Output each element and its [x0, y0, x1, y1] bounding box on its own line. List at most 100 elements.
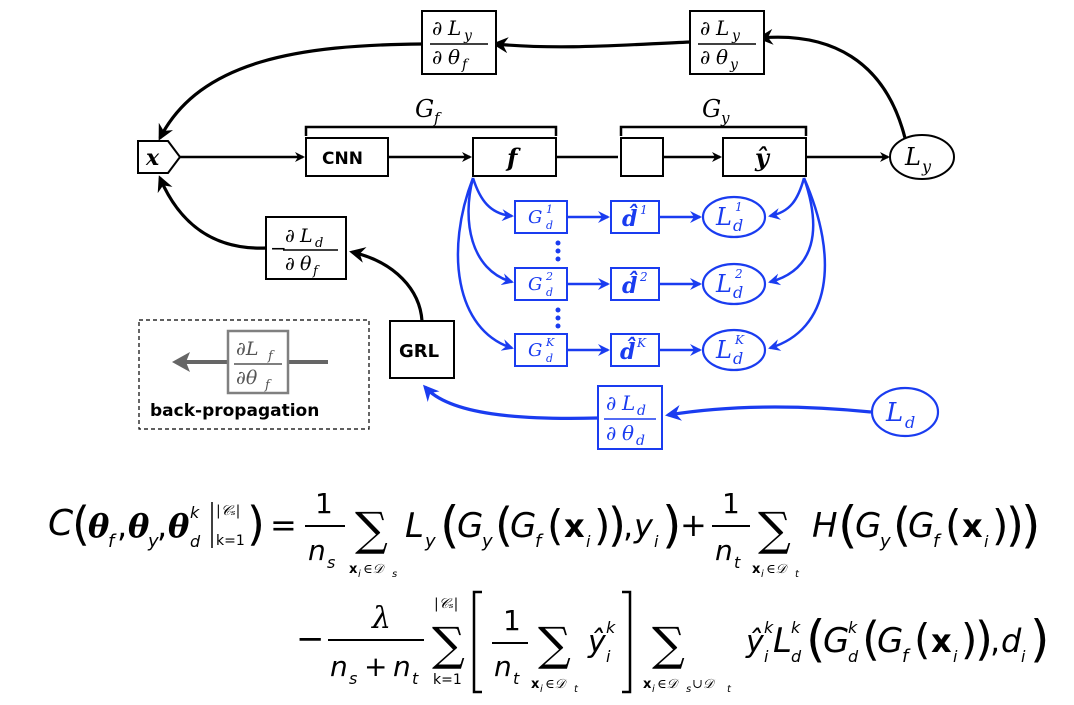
eq-theta-d: θ [168, 507, 190, 545]
eq-paren: ( [440, 496, 460, 554]
partial-symbol: ∂ [432, 16, 442, 40]
eq-sub: t [734, 553, 741, 572]
eq-sum-bottom: k=1 [433, 672, 462, 688]
eq-g: G [457, 506, 483, 546]
eq-sub: s [327, 553, 335, 572]
eq-lambda: λ [371, 601, 391, 636]
eq-sub: t [412, 669, 419, 688]
edge-gradient-to-grl [422, 384, 599, 420]
gradient-dly-dthetay: ∂ L y ∂ θ y [689, 10, 765, 75]
eq-sum-sub: ∈𝒟 [657, 677, 680, 692]
partial-symbol: ∂ [700, 45, 710, 69]
eq-sup: k [190, 503, 200, 522]
eq-paren: ( [862, 612, 880, 666]
eq-d: d [1001, 622, 1022, 660]
eq-one: 1 [315, 487, 333, 520]
eq-sub: t [513, 669, 520, 688]
eq-sum-sub: s [686, 684, 691, 695]
eq-sum-sub: i [358, 569, 361, 580]
subscript: d [637, 403, 646, 419]
eq-n: n [393, 650, 411, 683]
grl-label: GRL [399, 341, 439, 362]
eq-paren: ( [838, 496, 858, 554]
eq-sum: ∑ [652, 617, 685, 671]
eq-paren: ) [594, 501, 610, 550]
loss-symbol: L [447, 16, 461, 40]
dhat-superscript: K [636, 336, 647, 350]
legend-denominator: ∂θ [236, 367, 258, 389]
eq-one: 1 [722, 487, 740, 520]
eq-sub: y [481, 531, 493, 552]
edge-f-to-gd1 [471, 177, 514, 222]
eq-sub: i [586, 532, 591, 551]
eq-sub: y [879, 531, 891, 552]
dhat-label: d̂ [622, 271, 638, 299]
subscript: y [729, 57, 739, 73]
eq-paren: ) [662, 496, 682, 554]
subscript: y [731, 28, 741, 44]
bracket-gf: G f [304, 95, 558, 136]
eq-sum-sub: i [540, 684, 543, 695]
eq-n: n [494, 650, 512, 683]
ld-label: L [715, 203, 732, 231]
eq-sup: k [791, 618, 801, 637]
legend-denominator-sub: f [264, 378, 272, 393]
eq-sub: y [147, 531, 159, 552]
legend-numerator: ∂L [236, 338, 258, 360]
eq-plus: + [364, 650, 387, 683]
eq-sum-sub: ∈𝒟 [545, 677, 568, 692]
eq-sum-sub: ∪𝒟 [692, 677, 716, 692]
eq-g: G [908, 506, 934, 546]
subscript: f [312, 264, 320, 279]
eq-sup: k [764, 618, 774, 637]
eq-sub: i [764, 647, 769, 666]
hidden-block [620, 137, 664, 177]
eq-n: n [308, 534, 326, 567]
eq-paren: ( [806, 610, 826, 668]
partial-symbol: ∂ [432, 45, 442, 69]
eq-paren: ) [247, 497, 265, 551]
eq-sum-sub: t [795, 569, 800, 580]
gd-subscript: d [546, 352, 553, 365]
dhat-label: d̂ [620, 337, 636, 365]
eq-sum-sub: x [752, 562, 761, 577]
ld-subscript: d [733, 283, 743, 302]
gd-label: G [528, 340, 542, 361]
eq-sum-sub: ∈𝒟 [363, 562, 386, 577]
eq-theta-y: θ [128, 507, 150, 545]
eq-sum-top: |𝒞ₛ| [434, 596, 458, 612]
ly-backprop-arc-left [158, 42, 423, 141]
eq-bar-sub: k=1 [216, 533, 245, 549]
domain-branch-2: G 2 d d̂ 2 L 2 d [514, 262, 767, 306]
eq-sum-sub: s [392, 569, 397, 580]
eq-sub: i [1021, 647, 1026, 666]
eq-sub: f [108, 531, 117, 552]
eq-sub: s [349, 669, 357, 688]
subscript: d [315, 236, 323, 251]
loss-d-subscript: d [905, 413, 915, 432]
gd-subscript: d [546, 286, 553, 299]
grl-block: GRL [389, 320, 455, 379]
eq-comma: , [117, 507, 127, 545]
gd-superscript: 2 [545, 270, 553, 283]
ld-superscript: 2 [734, 267, 743, 281]
backprop-legend: ∂L f ∂θ f back-propagation [138, 319, 370, 430]
eq-h: H [812, 506, 838, 546]
ly-backprop-arc-right [757, 28, 907, 139]
eq-comma: , [990, 622, 1000, 660]
eq-paren: ) [1030, 610, 1050, 668]
eq-sub: i [984, 532, 989, 551]
loss-y-node: L y [889, 134, 955, 180]
partial-symbol: ∂ [606, 391, 616, 415]
edge-yhat-to-ld1 [768, 177, 806, 220]
edge-grl-to-gradient [349, 247, 424, 322]
eq-sub: i [953, 647, 958, 666]
eq-paren: ) [975, 612, 993, 666]
eq-comma: , [623, 507, 633, 545]
eq-sum: ∑ [538, 617, 571, 671]
eq-x: x [962, 507, 983, 545]
partial-symbol: ∂ [606, 421, 616, 445]
eq-sup: k [848, 618, 858, 637]
eq-sum-sub: x [643, 677, 652, 692]
